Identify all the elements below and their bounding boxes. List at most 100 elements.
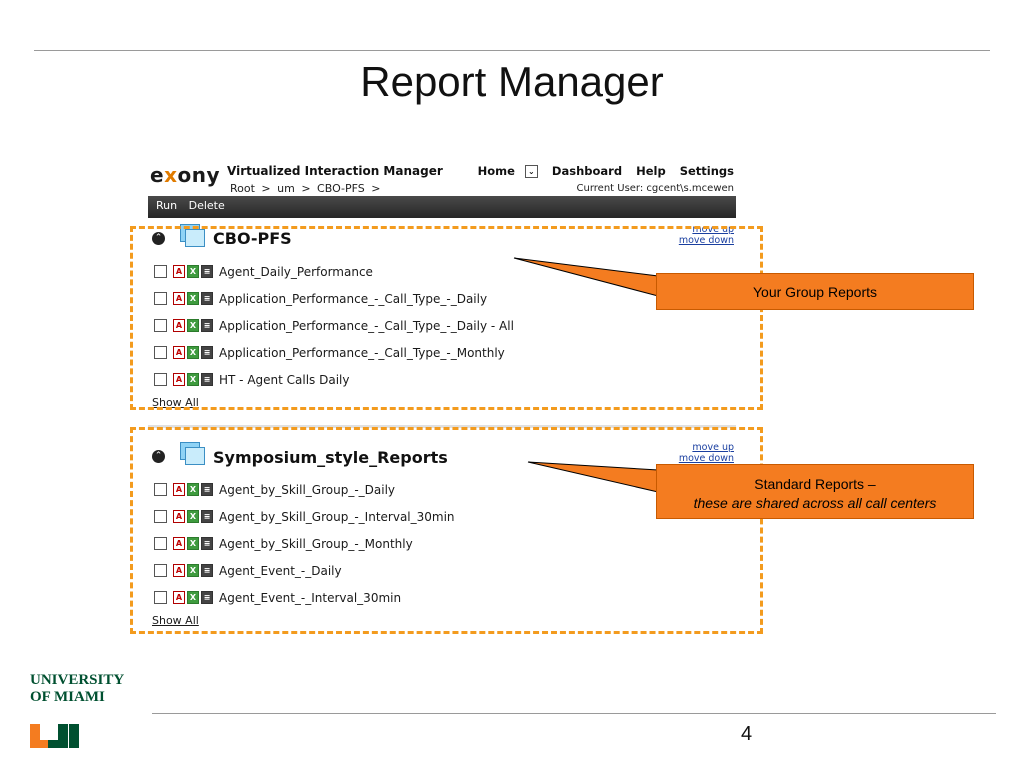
chevron-down-icon[interactable]: ⌄ <box>524 165 538 178</box>
report-name[interactable]: Agent_Daily_Performance <box>219 264 373 279</box>
top-navigation: Home⌄ Dashboard Help Settings <box>458 164 734 178</box>
report-manager-app: exony Virtualized Interaction Manager Ro… <box>148 160 736 640</box>
excel-icon[interactable]: X <box>187 591 199 604</box>
document-icon[interactable]: ≡ <box>201 591 213 604</box>
breadcrumb-separator: > <box>261 182 271 195</box>
report-name[interactable]: Application_Performance_-_Call_Type_-_Mo… <box>219 345 505 360</box>
report-checkbox[interactable] <box>154 373 167 386</box>
excel-icon[interactable]: X <box>187 510 199 523</box>
show-all-link[interactable]: Show All <box>152 396 199 409</box>
excel-icon[interactable]: X <box>187 265 199 278</box>
excel-icon[interactable]: X <box>187 292 199 305</box>
section-divider <box>148 425 736 428</box>
breadcrumb: Root > um > CBO-PFS > <box>230 182 383 195</box>
pdf-icon[interactable]: A <box>173 564 185 577</box>
folder-title: Symposium_style_Reports <box>213 448 448 467</box>
excel-icon[interactable]: X <box>187 319 199 332</box>
excel-icon[interactable]: X <box>187 373 199 386</box>
report-checkbox[interactable] <box>154 510 167 523</box>
group-reports-callout: Your Group Reports <box>656 273 974 310</box>
document-icon[interactable]: ≡ <box>201 483 213 496</box>
move-down-link[interactable]: move down <box>678 453 734 464</box>
collapse-up-icon[interactable]: ⌃ <box>152 232 165 245</box>
report-checkbox[interactable] <box>154 319 167 332</box>
pdf-icon[interactable]: A <box>173 292 185 305</box>
breadcrumb-separator: > <box>371 182 381 195</box>
breadcrumb-cbo-pfs[interactable]: CBO-PFS <box>317 182 365 195</box>
group-reports-highlight <box>130 226 763 410</box>
report-checkbox[interactable] <box>154 346 167 359</box>
breadcrumb-separator: > <box>301 182 311 195</box>
excel-icon[interactable]: X <box>187 537 199 550</box>
document-icon[interactable]: ≡ <box>201 292 213 305</box>
document-icon[interactable]: ≡ <box>201 346 213 359</box>
report-name[interactable]: Agent_by_Skill_Group_-_Monthly <box>219 536 413 551</box>
report-name[interactable]: Agent_by_Skill_Group_-_Interval_30min <box>219 509 455 524</box>
breadcrumb-root[interactable]: Root <box>230 182 255 195</box>
document-icon[interactable]: ≡ <box>201 537 213 550</box>
pdf-icon[interactable]: A <box>173 265 185 278</box>
report-checkbox[interactable] <box>154 292 167 305</box>
pdf-icon[interactable]: A <box>173 373 185 386</box>
standard-reports-callout: Standard Reports – these are shared acro… <box>656 464 974 519</box>
report-name[interactable]: Agent_by_Skill_Group_-_Daily <box>219 482 396 497</box>
document-icon[interactable]: ≡ <box>201 319 213 332</box>
exony-logo: exony <box>150 163 220 187</box>
report-checkbox[interactable] <box>154 564 167 577</box>
move-up-link[interactable]: move up <box>692 442 734 453</box>
pdf-icon[interactable]: A <box>173 591 185 604</box>
pdf-icon[interactable]: A <box>173 537 185 550</box>
report-checkbox[interactable] <box>154 265 167 278</box>
pdf-icon[interactable]: A <box>173 483 185 496</box>
document-icon[interactable]: ≡ <box>201 564 213 577</box>
report-folder-symposium: ⌃ Symposium_style_Reports move up move d… <box>148 442 736 628</box>
move-down-link[interactable]: move down <box>678 235 734 246</box>
nav-dashboard[interactable]: Dashboard <box>551 164 623 178</box>
show-all-link[interactable]: Show All <box>152 614 199 627</box>
excel-icon[interactable]: X <box>187 564 199 577</box>
pdf-icon[interactable]: A <box>173 346 185 359</box>
document-icon[interactable]: ≡ <box>201 373 213 386</box>
report-name[interactable]: Application_Performance_-_Call_Type_-_Da… <box>219 318 514 333</box>
app-title: Virtualized Interaction Manager <box>227 164 443 178</box>
document-icon[interactable]: ≡ <box>201 510 213 523</box>
pdf-icon[interactable]: A <box>173 510 185 523</box>
pdf-icon[interactable]: A <box>173 319 185 332</box>
collapse-up-icon[interactable]: ⌃ <box>152 450 165 463</box>
current-user: Current User: cgcent\s.mcewen <box>576 183 734 194</box>
report-name[interactable]: Agent_Event_-_Interval_30min <box>219 590 402 605</box>
report-checkbox[interactable] <box>154 537 167 550</box>
report-name[interactable]: Application_Performance_-_Call_Type_-_Da… <box>219 291 488 306</box>
breadcrumb-um[interactable]: um <box>277 182 295 195</box>
run-button[interactable]: Run <box>156 199 178 212</box>
nav-help[interactable]: Help <box>636 164 666 178</box>
report-name[interactable]: Agent_Event_-_Daily <box>219 563 342 578</box>
report-checkbox[interactable] <box>154 483 167 496</box>
report-name[interactable]: HT - Agent Calls Daily <box>219 372 350 387</box>
move-up-link[interactable]: move up <box>692 224 734 235</box>
document-icon[interactable]: ≡ <box>201 265 213 278</box>
university-wordmark: UNIVERSITY OF MIAMI <box>30 672 125 705</box>
page-number: 4 <box>741 723 753 745</box>
nav-home[interactable]: Home⌄ <box>468 164 538 178</box>
standard-reports-highlight <box>130 427 763 634</box>
delete-button[interactable]: Delete <box>188 199 225 212</box>
toolbar: Run Delete <box>148 196 736 218</box>
excel-icon[interactable]: X <box>187 483 199 496</box>
top-rule <box>34 50 990 51</box>
report-checkbox[interactable] <box>154 591 167 604</box>
nav-settings[interactable]: Settings <box>679 164 734 178</box>
excel-icon[interactable]: X <box>187 346 199 359</box>
